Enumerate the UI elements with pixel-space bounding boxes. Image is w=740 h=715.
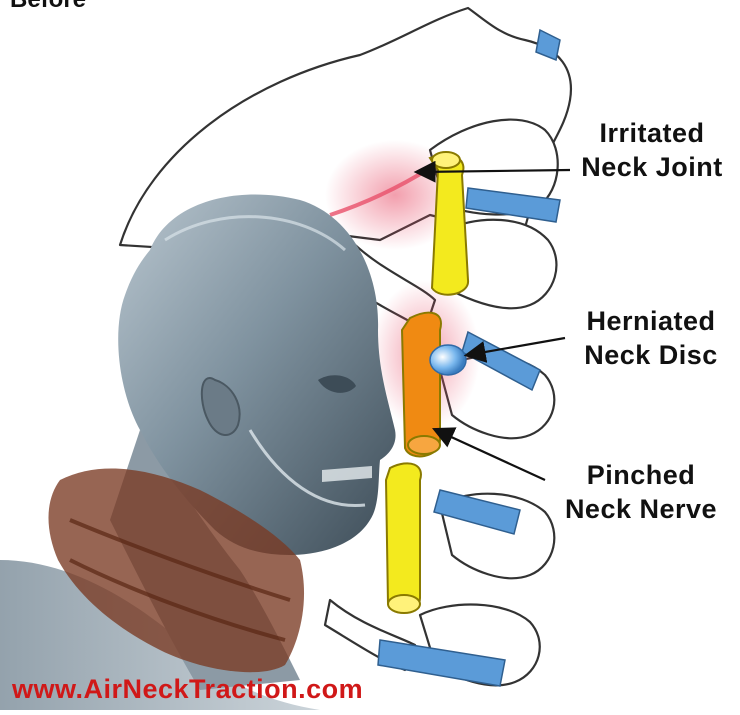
cord-segment-lower — [386, 463, 421, 612]
label-line-2: Neck Nerve — [548, 492, 734, 526]
cord-segment-middle-cap — [408, 436, 440, 454]
label-irritated-neck-joint: Irritated Neck Joint — [566, 116, 738, 184]
title: Before — [10, 0, 86, 14]
cord-segment-middle — [402, 313, 441, 457]
label-line-1: Irritated — [566, 116, 738, 150]
cord-segment-upper-cap — [432, 152, 460, 168]
label-line-2: Neck Disc — [568, 338, 734, 372]
website-watermark: www.AirNeckTraction.com — [12, 674, 363, 705]
arrow-pinched-nerve — [436, 430, 545, 480]
label-line-1: Herniated — [568, 304, 734, 338]
cord-segment-lower-cap — [388, 595, 420, 613]
label-pinched-neck-nerve: Pinched Neck Nerve — [548, 458, 734, 526]
label-line-2: Neck Joint — [566, 150, 738, 184]
label-herniated-neck-disc: Herniated Neck Disc — [568, 304, 734, 372]
herniated-disc — [430, 345, 466, 375]
label-line-1: Pinched — [548, 458, 734, 492]
